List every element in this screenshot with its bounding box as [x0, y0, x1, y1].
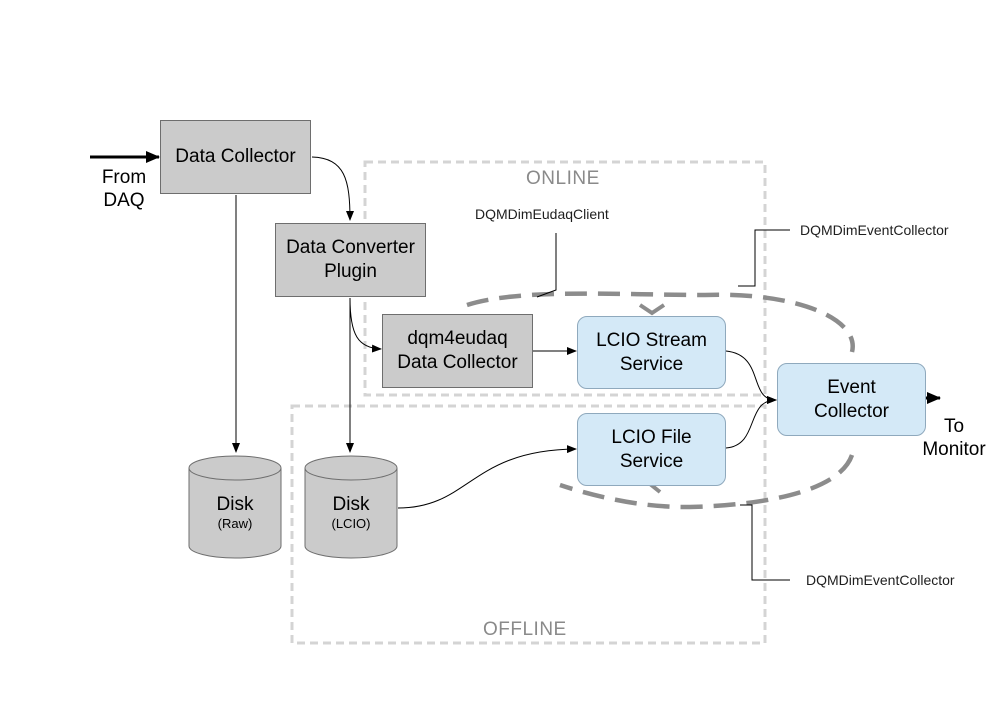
data-collector-label: Data Collector: [175, 146, 296, 167]
lcio-stream-service-box: LCIO Stream Service: [577, 316, 726, 389]
converter-to-dqm-arrow: [349, 297, 382, 353]
event-collector-label-line1: Event: [827, 376, 876, 398]
converter-label-line2: Plugin: [324, 261, 377, 282]
dqm4eudaq-collector-box: dqm4eudaq Data Collector: [382, 314, 533, 388]
callout-eudaq-client: DQMDimEudaqClient: [475, 206, 609, 222]
offline-region: [290, 404, 767, 645]
disk-raw-subtitle: (Raw): [217, 516, 253, 531]
callout-line-event-collector-bottom: [740, 504, 790, 581]
disk-lcio-title: Disk: [332, 494, 370, 515]
to-label-line1: To: [943, 416, 965, 437]
file-to-event-arrow: [725, 396, 777, 449]
from-label-line1: From: [101, 167, 147, 188]
ellipse-notch-top: [638, 303, 666, 316]
collector-to-converter-arrow: [311, 156, 354, 221]
disk-raw-label: Disk (Raw): [189, 494, 281, 532]
event-collector-ellipse: [466, 291, 855, 510]
offline-label: OFFLINE: [483, 619, 567, 640]
disk-lcio-cylinder: [304, 455, 398, 559]
disk-lcio-to-file-arrow: [397, 445, 577, 509]
event-collector-label-line2: Collector: [814, 400, 889, 422]
lcio-file-service-box: LCIO File Service: [577, 413, 726, 486]
callout-line-eudaq-client: [536, 233, 557, 298]
callout-line-event-collector-top: [738, 229, 790, 287]
from-label-line2: DAQ: [103, 190, 145, 211]
from-daq-label: From DAQ: [96, 166, 152, 212]
dqm-label-line2: Data Collector: [397, 352, 518, 373]
event-collector-box: Event Collector: [777, 363, 926, 436]
data-collector-box: Data Collector: [160, 120, 311, 194]
to-monitor-label: To Monitor: [912, 415, 996, 461]
dqm-label-line1: dqm4eudaq: [407, 328, 508, 349]
callout-event-collector-bottom: DQMDimEventCollector: [806, 572, 955, 588]
converter-label-line1: Data Converter: [286, 237, 415, 258]
to-label-line2: Monitor: [922, 439, 986, 460]
online-label: ONLINE: [526, 168, 600, 189]
lcio-file-label-line1: LCIO File: [611, 426, 692, 448]
lcio-stream-label-line1: LCIO Stream: [596, 329, 707, 351]
data-converter-plugin-box: Data Converter Plugin: [275, 223, 426, 297]
lcio-stream-label-line2: Service: [619, 353, 684, 375]
disk-raw-cylinder: [188, 455, 282, 559]
disk-lcio-label: Disk (LCIO): [305, 494, 397, 532]
disk-raw-title: Disk: [216, 494, 254, 515]
lcio-file-label-line2: Service: [619, 450, 684, 472]
callout-event-collector-top: DQMDimEventCollector: [800, 222, 949, 238]
stream-to-event-arrow: [725, 350, 777, 404]
disk-lcio-subtitle: (LCIO): [331, 516, 371, 531]
